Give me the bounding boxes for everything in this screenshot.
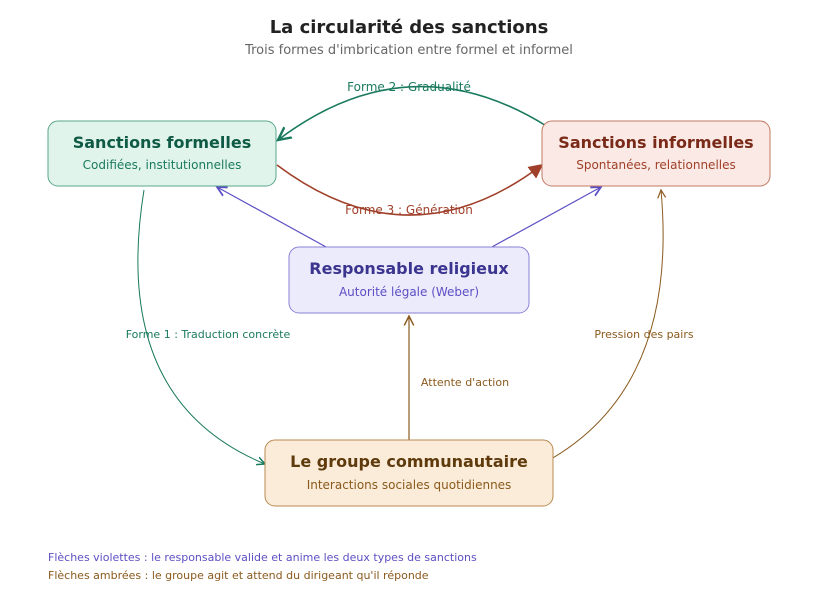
legend-ambre: Flèches ambrées : le groupe agit et atte…: [48, 569, 429, 582]
label-forme3: Forme 3 : Génération: [345, 203, 473, 217]
node-responsable-religieux: Responsable religieux Autorité légale (W…: [288, 246, 530, 314]
node-title: Sanctions informelles: [558, 133, 753, 152]
arrow-responsable-formelles: [217, 187, 338, 254]
node-title: Le groupe communautaire: [290, 452, 528, 471]
node-groupe-communautaire: Le groupe communautaire Interactions soc…: [264, 439, 554, 507]
diagram-title: La circularité des sanctions: [270, 17, 549, 38]
label-forme2: Forme 2 : Gradualité: [347, 80, 471, 94]
node-title: Sanctions formelles: [73, 133, 252, 152]
arrow-forme3: [276, 165, 542, 216]
label-attente: Attente d'action: [421, 376, 509, 389]
node-title: Responsable religieux: [309, 259, 509, 278]
legend-violet: Flèches violettes : le responsable valid…: [48, 551, 477, 564]
node-subtitle: Interactions sociales quotidiennes: [307, 478, 512, 492]
node-sanctions-formelles: Sanctions formelles Codifiées, instituti…: [47, 120, 277, 187]
diagram-subtitle: Trois formes d'imbrication entre formel …: [244, 43, 573, 58]
arrow-pression: [529, 190, 663, 471]
arrow-forme2: [278, 85, 549, 140]
node-subtitle: Spontanées, relationnelles: [576, 158, 736, 172]
label-forme1: Forme 1 : Traduction concrète: [126, 328, 291, 341]
node-subtitle: Codifiées, institutionnelles: [83, 158, 242, 172]
node-subtitle: Autorité légale (Weber): [339, 285, 479, 299]
node-sanctions-informelles: Sanctions informelles Spontanées, relati…: [541, 120, 771, 187]
arrow-responsable-informelles: [480, 187, 601, 254]
label-pression: Pression des pairs: [594, 328, 693, 341]
arrow-forme1: [137, 189, 265, 464]
